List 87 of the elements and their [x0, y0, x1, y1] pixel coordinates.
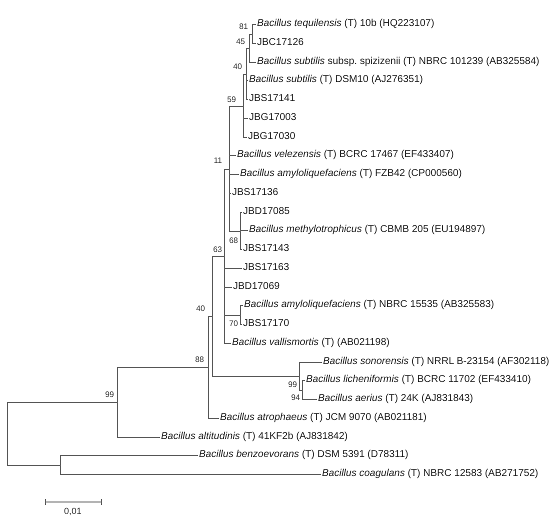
taxon-label: JBC17126: [257, 37, 304, 49]
taxon-label: Bacillus benzoevorans (T) DSM 5391 (D78311): [199, 449, 408, 461]
bootstrap-value: 11: [214, 156, 222, 164]
bootstrap-value: 81: [239, 22, 248, 30]
taxon-label: JBD17069: [233, 281, 280, 293]
taxon-label: JBS17136: [232, 187, 278, 199]
branch-line: [230, 174, 240, 175]
bootstrap-value: 63: [213, 244, 222, 254]
taxon-label: JBS17141: [249, 93, 296, 105]
branch-line: [246, 48, 250, 49]
branch-junction-line: [7, 402, 8, 466]
branch-line: [230, 155, 236, 156]
taxon-label: JBG17030: [248, 131, 296, 143]
taxon-label: Bacillus subtilis (T) DSM10 (AJ276351): [249, 74, 423, 86]
branch-junction-line: [117, 367, 118, 438]
taxon-label: JBS17170: [243, 318, 290, 330]
branch-line: [8, 465, 60, 466]
branch-line: [252, 43, 256, 44]
branch-line: [224, 315, 240, 316]
branch-junction-line: [212, 256, 213, 377]
branch-line: [250, 34, 252, 35]
branch-line: [60, 455, 198, 456]
taxon-label: Bacillus amyloliquefaciens (T) NBRC 15535 (AB325583): [244, 299, 494, 311]
branch-line: [244, 74, 246, 75]
branch-line: [240, 305, 244, 306]
branch-line: [118, 437, 160, 438]
branch-line: [224, 287, 232, 288]
taxon-label: Bacillus aerius (T) 24K (AJ831843): [318, 393, 474, 405]
bootstrap-value: 70: [229, 318, 238, 328]
branch-line: [300, 362, 322, 363]
branch-line: [208, 316, 212, 317]
branch-line: [60, 474, 322, 475]
branch-line: [300, 390, 302, 391]
bootstrap-value: 99: [105, 390, 114, 398]
branch-line: [224, 343, 232, 344]
branch-line: [252, 24, 256, 25]
branch-line: [8, 402, 118, 403]
branch-line: [230, 231, 240, 232]
branch-junction-line: [243, 74, 244, 138]
taxon-label: Bacillus amyloliquefaciens (T) FZB42 (CP000560): [240, 168, 462, 180]
branch-line: [224, 169, 230, 170]
taxon-label: JBG17003: [249, 112, 296, 124]
branch-line: [208, 418, 220, 419]
branch-line: [244, 118, 248, 119]
taxon-label: JBS17163: [243, 262, 290, 274]
branch-junction-line: [302, 380, 303, 400]
branch-junction-line: [224, 169, 225, 344]
taxon-label: Bacillus subtilis subsp. spizizenii (T) NBRC 101239 (AB325584): [257, 56, 540, 68]
taxon-label: Bacillus licheniformis (T) BCRC 11702 (EF433410): [306, 374, 531, 386]
taxon-label: Bacillus altitudinis (T) 41KF2b (AJ831842): [161, 431, 348, 443]
bootstrap-value: 59: [227, 94, 236, 104]
bootstrap-value: 40: [196, 304, 205, 312]
branch-line: [302, 399, 318, 400]
taxon-label: Bacillus sonorensis (T) NRRL B-23154 (AF302118): [323, 356, 550, 368]
taxon-label: Bacillus vallismortis (T) (AB021198): [232, 337, 390, 349]
scale-label: 0,01: [64, 506, 82, 516]
bootstrap-value: 94: [291, 392, 300, 402]
branch-line: [212, 376, 300, 377]
bootstrap-value: 68: [229, 236, 238, 244]
branch-junction-line: [252, 24, 253, 44]
bootstrap-value: 45: [236, 36, 245, 46]
branch-line: [240, 230, 248, 231]
taxon-label: Bacillus coagulans (T) NBRC 12583 (AB271752): [322, 468, 538, 480]
branch-line: [302, 380, 306, 381]
bootstrap-value: 99: [288, 380, 297, 388]
taxon-label: Bacillus tequilensis (T) 10b (HQ223107): [257, 18, 434, 30]
branch-line: [118, 367, 208, 368]
branch-line: [230, 106, 244, 107]
branch-junction-line: [240, 305, 241, 325]
taxon-label: JBS17143: [243, 243, 290, 255]
branch-junction-line: [240, 212, 241, 250]
branch-junction-line: [60, 455, 61, 475]
taxon-label: Bacillus atrophaeus (T) JCM 9070 (AB021181): [220, 412, 427, 424]
taxon-label: Bacillus methylotrophicus (T) CBMB 205 (EU194897): [249, 224, 486, 236]
taxon-label: Bacillus velezensis (T) BCRC 17467 (EF433407): [237, 149, 454, 161]
branch-junction-line: [299, 362, 300, 391]
bootstrap-value: 40: [233, 62, 242, 70]
branch-line: [212, 256, 224, 257]
branch-junction-line: [229, 106, 230, 232]
branch-line: [224, 268, 242, 269]
branch-junction-line: [208, 316, 209, 419]
branch-junction-line: [249, 34, 250, 63]
taxon-label: JBD17085: [243, 206, 290, 218]
branch-line: [250, 62, 256, 63]
bootstrap-value: 88: [195, 354, 204, 364]
branch-line: [244, 137, 248, 138]
branch-junction-line: [246, 48, 247, 100]
